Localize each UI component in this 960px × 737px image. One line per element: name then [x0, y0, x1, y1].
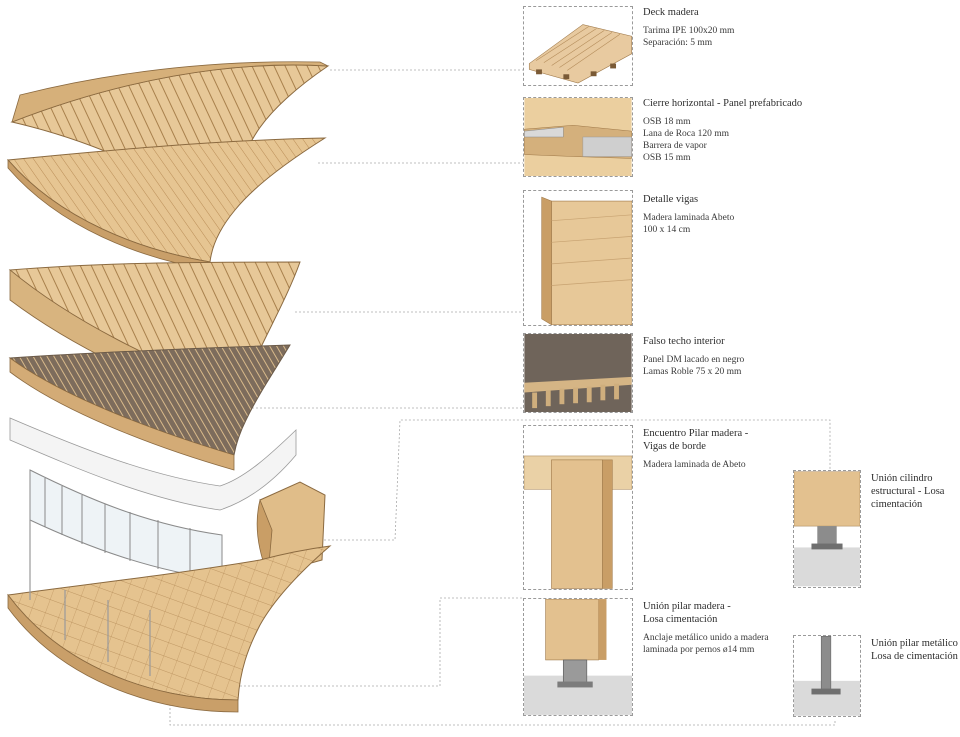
detail-line: Separación: 5 mm — [643, 38, 713, 48]
detail-panel-prefab — [523, 97, 633, 177]
detail-text-cylinder: Unión cilindro estructural - Losa ciment… — [871, 472, 944, 517]
layer-ceiling — [8, 344, 291, 471]
detail-line: Lamas Roble 75 x 20 mm — [643, 367, 742, 377]
cylinder-detail-image — [794, 471, 860, 587]
detail-title: Detalle vigas — [643, 194, 699, 205]
detail-line: OSB 15 mm — [643, 153, 691, 163]
detail-title-line: Losa cimentación — [643, 614, 718, 625]
detail-line: Panel DM lacado en negro — [643, 355, 745, 365]
detail-title-line: estructural - Losa — [871, 486, 945, 497]
detail-line: Madera laminada de Abeto — [643, 460, 746, 470]
detail-title-line: Vigas de borde — [643, 441, 706, 452]
leader-column-beam — [300, 419, 831, 541]
column-base-detail-image — [524, 599, 632, 715]
ceiling-detail-image — [524, 334, 632, 412]
detail-text-column-beam: Encuentro Pilar madera - Vigas de borde … — [643, 427, 748, 471]
detail-text-deck: Deck madera Tarima IPE 100x20 mm Separac… — [643, 6, 734, 49]
detail-title-line: Unión pilar metálico - — [871, 638, 960, 649]
detail-line: OSB 18 mm — [643, 117, 691, 127]
detail-panel-column-base — [523, 598, 633, 716]
leader-lines — [169, 69, 836, 726]
detail-line: laminada por pernos ø14 mm — [643, 645, 755, 655]
detail-title: Deck madera — [643, 7, 699, 18]
detail-title: Cierre horizontal - Panel prefabricado — [643, 98, 803, 109]
deck-detail-image — [528, 24, 632, 84]
detail-line: Madera laminada Abeto — [643, 213, 735, 223]
detail-line: Tarima IPE 100x20 mm — [643, 26, 735, 36]
detail-panel-steel-column — [793, 635, 861, 717]
detail-line: Anclaje metálico unido a madera — [643, 633, 769, 643]
detail-text-ceiling: Falso techo interior Panel DM lacado en … — [643, 335, 744, 378]
detail-title-line: Unión cilindro — [871, 473, 933, 484]
detail-text-beams: Detalle vigas Madera laminada Abeto 100 … — [643, 193, 734, 236]
leader-column-base — [232, 597, 523, 687]
layer-panel — [6, 137, 327, 271]
detail-title: Unión cilindro estructural - Losa ciment… — [871, 472, 944, 511]
detail-text-steel-column: Unión pilar metálico - Losa de cimentaci… — [871, 637, 960, 669]
detail-panel-ceiling — [523, 333, 633, 413]
detail-panel-column-beam — [523, 425, 633, 590]
detail-title-line: Unión pilar madera - — [643, 601, 731, 612]
leader-bottom — [169, 700, 836, 726]
detail-text-column-base: Unión pilar madera - Losa cimentación An… — [643, 600, 769, 656]
detail-panel-beams — [523, 190, 633, 326]
detail-title: Encuentro Pilar madera - Vigas de borde — [643, 427, 748, 453]
detail-title: Unión pilar metálico - Losa de cimentaci… — [871, 637, 960, 663]
detail-line: 100 x 14 cm — [643, 225, 691, 235]
detail-panel-cylinder — [793, 470, 861, 588]
detail-title-line: Losa de cimentación — [871, 651, 958, 662]
beam-detail-image — [524, 191, 632, 325]
layer-walls — [9, 417, 326, 581]
layer-floor — [7, 520, 332, 713]
detail-title-line: Encuentro Pilar madera - — [643, 428, 749, 439]
detail-panel-deck — [523, 6, 633, 86]
detail-title-line: cimentación — [871, 499, 923, 510]
detail-title: Unión pilar madera - Losa cimentación — [643, 600, 769, 626]
prefab-detail-image — [524, 98, 632, 176]
detail-title: Falso techo interior — [643, 336, 725, 347]
detail-line: Lana de Roca 120 mm — [643, 129, 730, 139]
detail-line: Barrera de vapor — [643, 141, 707, 151]
column-beam-detail-image — [524, 426, 632, 589]
detail-text-prefab: Cierre horizontal - Panel prefabricado O… — [643, 97, 802, 164]
steel-column-detail-image — [794, 636, 860, 716]
